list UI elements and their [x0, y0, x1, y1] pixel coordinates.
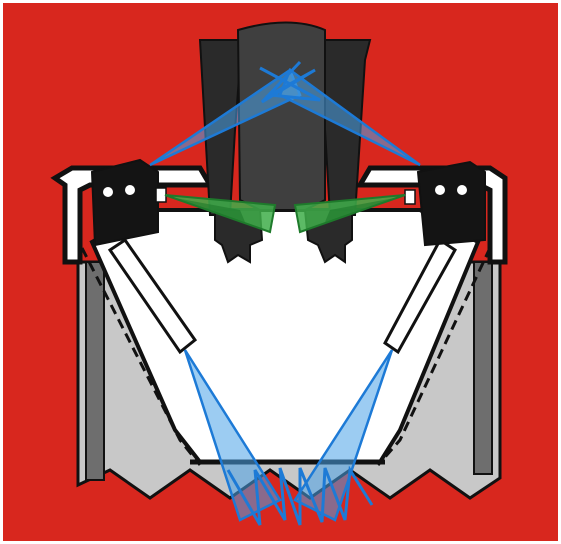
- housing-left-wall: [86, 262, 104, 480]
- light-emitter-icon: [418, 162, 485, 245]
- light-emitter-icon: [92, 160, 158, 245]
- emitter-lens-right-a: [435, 185, 445, 195]
- emitter-lens-left-a: [103, 187, 113, 197]
- housing-right-wall: [474, 262, 492, 474]
- sensor-icon: [405, 190, 415, 204]
- light-emitter-left: [92, 160, 166, 245]
- emitter-lens-right-b: [457, 185, 467, 195]
- emitter-lens-left-b: [125, 185, 135, 195]
- sensor-icon: [156, 188, 166, 202]
